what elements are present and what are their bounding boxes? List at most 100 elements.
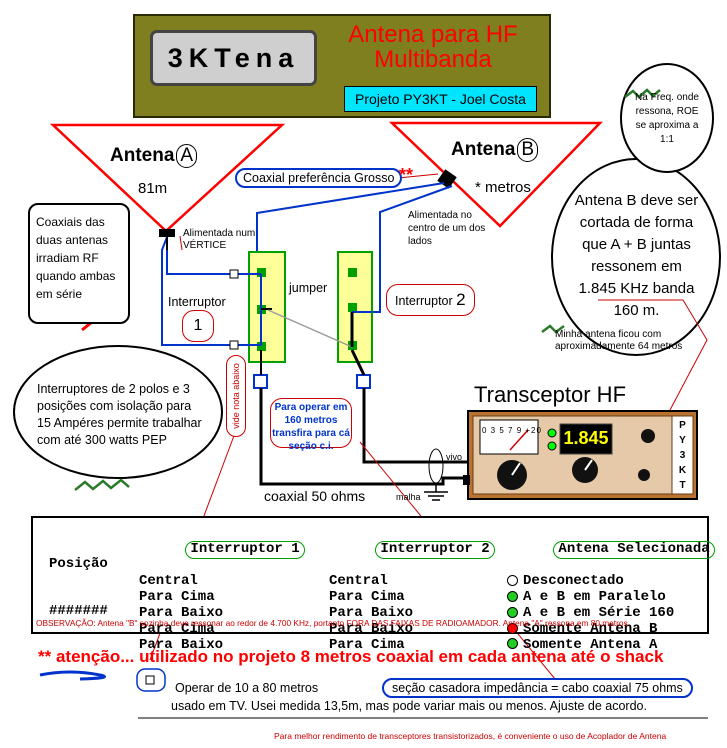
vide-nota-text: vide nota abaixo	[231, 363, 241, 429]
table-row: Para Cima	[329, 636, 495, 654]
logo-box: 3KTena	[150, 30, 317, 86]
switch2-word: Interruptor	[395, 294, 453, 308]
antenna-a-word: Antena	[110, 145, 175, 166]
status-dot	[507, 638, 518, 650]
title-line1: Antena para HF	[348, 21, 518, 48]
operate-160-text: Para operar em 160 metros transfira para…	[272, 402, 350, 452]
switch1-terminal	[257, 342, 266, 351]
knob-small	[638, 469, 650, 481]
impedance-note: seção casadora impedância = cabo coaxial…	[382, 678, 693, 698]
antenna-b-cut-note: Antena B deve ser cortada de forma que A…	[574, 192, 699, 319]
status-dot	[507, 590, 518, 602]
section-note-line2: usado em TV. Usei medida 13,5m, mas pode…	[171, 699, 647, 713]
table-cell: Para Baixo	[329, 620, 414, 637]
wire-b-upper	[256, 182, 445, 264]
connector	[229, 269, 239, 279]
switch2-terminal	[348, 303, 357, 312]
table-header-hash: #######	[49, 602, 108, 619]
status-dot	[507, 606, 518, 618]
s-meter-needle	[509, 429, 529, 451]
switch2-label: Interruptor 2	[386, 284, 475, 316]
wire-a-lower	[161, 236, 234, 346]
table-row: Para Baixo	[139, 636, 305, 654]
project-label: Projeto PY3KT - Joel Costa	[344, 86, 537, 112]
callsign-char: T	[679, 480, 686, 491]
switch-note-oval	[13, 345, 223, 479]
tuning-knob-mark	[511, 462, 521, 476]
wire-b-lower	[372, 185, 453, 313]
switch1-terminal	[257, 268, 266, 277]
malha-label: malha	[396, 492, 421, 502]
table-cell: A e B em Série 160	[523, 604, 675, 621]
table-row: Para Baixo	[139, 605, 305, 622]
coax-main	[259, 388, 470, 486]
table-cell: A e B em Paralelo	[523, 589, 666, 606]
callsign-char: Y	[679, 435, 686, 446]
operate-160-note: Para operar em 160 metros transfira para…	[270, 398, 352, 452]
table-header-switch2: Interruptor 2	[375, 540, 495, 559]
frequency-readout: 1.845	[563, 428, 609, 448]
antenna-b-length: * metros	[475, 179, 531, 196]
table-cell: Desconectado	[523, 573, 624, 590]
footer-note: Para melhor rendimento de transceptores …	[274, 731, 667, 741]
antenna-a-feed-note: Alimentada num VÉRTICE	[183, 228, 256, 251]
my-antenna-note: Minha antena ficou com aproximadamente 6…	[555, 329, 683, 352]
connector	[229, 340, 239, 350]
status-dot	[507, 622, 518, 634]
coax-drop-2	[350, 349, 366, 376]
antenna-jack	[463, 475, 470, 485]
coax-asterisks: **	[399, 165, 414, 185]
jumper-wire	[267, 309, 353, 348]
impedance-note-text: seção casadora impedância = cabo coaxial…	[392, 681, 683, 695]
table-header-switch1: Interruptor 1	[185, 540, 305, 559]
transceiver-side-panel	[671, 415, 694, 495]
coax-preference-text: Coaxial preferência Grosso	[243, 171, 395, 185]
table-row: Somente Antena A	[507, 637, 715, 654]
project-text: Projeto PY3KT - Joel Costa	[355, 91, 526, 107]
table-header-selection: Antena Selecionada	[553, 540, 715, 559]
attention-note: ** atenção... utilizado no projeto 8 met…	[38, 647, 664, 666]
table-cell: Somente Antena B	[523, 620, 658, 637]
antenna-b-word: Antena	[451, 139, 516, 160]
freq-note: Na Freq. onde ressona, ROE se aproxima a…	[635, 92, 699, 145]
impedance-section-core	[145, 675, 155, 685]
table-row: Central	[329, 573, 495, 590]
antenna-b-feed-note: Alimentada no centro de um dos lados	[408, 210, 486, 247]
antenna-a-triangle	[49, 123, 286, 233]
switch2-number: 2	[456, 290, 466, 309]
jumper-label: jumper	[289, 281, 328, 295]
feed-a-pointer	[179, 235, 183, 251]
table-cell: Para Baixo	[139, 636, 224, 653]
switch1-number-badge: 1	[182, 310, 214, 342]
decoration-scribble	[74, 88, 661, 491]
section-note-line1: Operar de 10 a 80 metros	[175, 681, 319, 695]
callsign-vertical: P Y 3 K T	[675, 418, 690, 493]
status-dot	[507, 575, 518, 587]
coax-preference-label: Coaxial preferência Grosso	[235, 168, 403, 188]
table-cell: Para Cima	[329, 636, 405, 653]
coax-connector-left	[253, 374, 268, 389]
vivo-marker	[428, 448, 444, 484]
antenna-a-length: 81m	[138, 180, 168, 197]
title-line2: Multibanda	[374, 46, 492, 73]
s-meter-scale: 0 3 5 7 9 +20	[482, 426, 542, 435]
coax-radiate-note: Coaxiais das duas antenas irradiam RF qu…	[28, 203, 130, 324]
callsign-char: 3	[679, 450, 686, 461]
table-cell: Para Cima	[139, 620, 215, 637]
coax-50-label: coaxial 50 ohms	[264, 488, 366, 504]
table-row: Central	[139, 573, 305, 590]
table-row: Para Baixo	[329, 620, 495, 638]
switch-note: Interruptores de 2 polos e 3 posições co…	[37, 382, 202, 447]
page-title: Antena para HF Multibanda	[322, 22, 544, 72]
table-cell: Para Cima	[139, 589, 215, 606]
switch1-label: Interruptor	[168, 295, 226, 309]
vivo-label: vivo	[446, 452, 463, 462]
table-row: Para Baixo	[329, 605, 495, 622]
table-row: Para Cima	[329, 589, 495, 606]
